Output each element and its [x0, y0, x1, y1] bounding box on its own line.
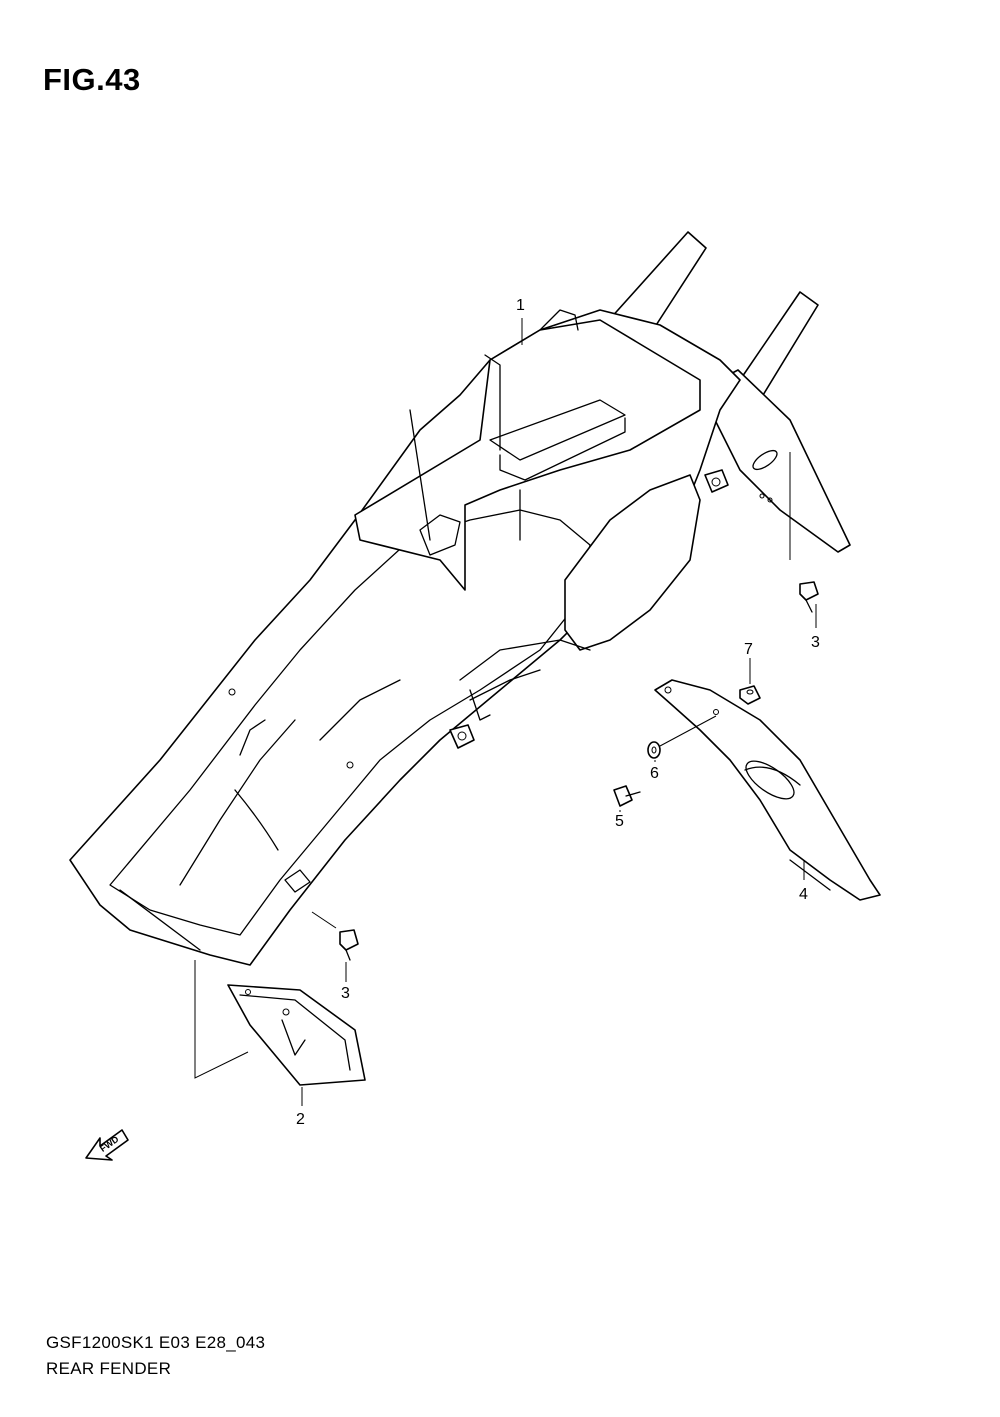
- part-4-side-cover[interactable]: [654, 679, 881, 901]
- part-6-washer[interactable]: [647, 715, 717, 759]
- drawing-name: REAR FENDER: [46, 1359, 172, 1378]
- callout-4: 4: [799, 886, 808, 903]
- callout-2: 2: [296, 1111, 305, 1128]
- drawing-code: GSF1200SK1 E03 E28_043: [46, 1333, 266, 1352]
- callout-3-upper: 3: [811, 634, 820, 651]
- part-3-bolt-lower[interactable]: [311, 911, 359, 961]
- figure-title: FIG.43: [43, 62, 141, 97]
- fwd-arrow-icon: FWD: [85, 1129, 129, 1161]
- callout-5: 5: [615, 813, 624, 830]
- callout-1: 1: [516, 297, 525, 314]
- part-1-rear-fender[interactable]: [69, 231, 851, 966]
- callout-leaders: [301, 318, 817, 1106]
- callout-3-lower: 3: [341, 985, 350, 1002]
- callout-6: 6: [650, 765, 659, 782]
- part-7-nut[interactable]: [739, 685, 761, 705]
- callout-7: 7: [744, 641, 753, 658]
- part-2-fender-flap[interactable]: [194, 960, 366, 1086]
- part-5-screw[interactable]: [613, 785, 641, 807]
- part-3-bolt-upper[interactable]: [789, 452, 819, 613]
